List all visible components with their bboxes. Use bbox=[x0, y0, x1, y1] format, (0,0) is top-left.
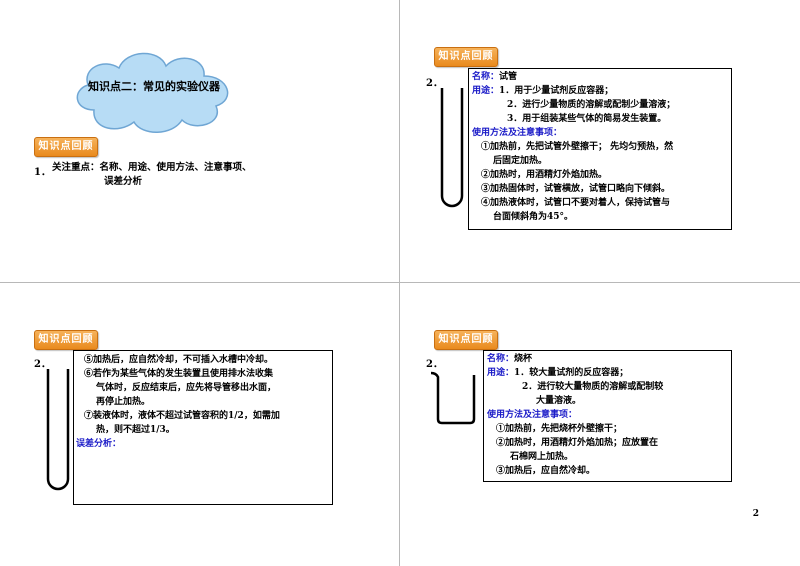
method-4b: 台面倾斜角为45°。 bbox=[493, 212, 574, 222]
name-label: 名称： bbox=[472, 72, 500, 82]
use-item-1: 1．用于少量试剂反应容器； bbox=[499, 86, 614, 96]
name-label: 名称： bbox=[487, 354, 515, 364]
knowledge-review-badge: 知识点回顾 bbox=[34, 137, 98, 157]
method-5: ⑤加热后，应自然冷却，不可插入水槽中冷却。 bbox=[84, 355, 274, 365]
method-7b: 热，则不超过1/3。 bbox=[96, 425, 175, 435]
use-label: 用途： bbox=[487, 368, 515, 378]
use-item-3: 3．用于组装某些气体的简易发生装置。 bbox=[507, 114, 667, 124]
method-2: ②加热时，用酒精灯外焰加热。 bbox=[481, 170, 608, 180]
item-text-line-2: 误差分析 bbox=[104, 176, 143, 187]
method-6c: 再停止加热。 bbox=[96, 397, 151, 407]
method-1: ①加热前，先把烧杯外壁擦干； bbox=[496, 424, 623, 434]
beaker-info-box: 名称：烧杯 用途：1．较大量试剂的反应容器； 2．进行较大量物质的溶解或配制较 … bbox=[483, 350, 732, 482]
item-number: 1． bbox=[34, 167, 51, 178]
method-6b: 气体时，反应结束后，应先将导管移出水面， bbox=[96, 383, 277, 393]
method-label: 使用方法及注意事项： bbox=[487, 410, 578, 420]
use-item-2a: 2．进行较大量物质的溶解或配制较 bbox=[522, 382, 664, 392]
slide-4: 知识点回顾 2． 名称：烧杯 用途：1．较大量试剂的反应容器； 2．进行较大量物… bbox=[400, 283, 799, 565]
beaker-icon bbox=[430, 371, 476, 425]
method-3: ③加热后，应自然冷却。 bbox=[496, 466, 596, 476]
slide-1: 知识点二：常见的实验仪器 知识点回顾 1． 关注重点：名称、用途、使用方法、注意… bbox=[0, 0, 399, 282]
horizontal-divider bbox=[0, 282, 800, 283]
cloud-title: 知识点二：常见的实验仪器 bbox=[88, 80, 220, 93]
knowledge-review-badge: 知识点回顾 bbox=[434, 47, 498, 67]
item-number: 2． bbox=[426, 359, 443, 370]
knowledge-review-badge: 知识点回顾 bbox=[34, 330, 98, 350]
method-3: ③加热固体时，试管横放，试管口略向下倾斜。 bbox=[481, 184, 671, 194]
page-number: 2 bbox=[752, 509, 759, 519]
method-2a: ②加热时，用酒精灯外焰加热；应放置在 bbox=[496, 438, 659, 448]
test-tube-info-box: 名称：试管 用途：1．用于少量试剂反应容器； 2．进行少量物质的溶解或配制少量溶… bbox=[468, 68, 732, 230]
method-label: 使用方法及注意事项： bbox=[472, 128, 563, 138]
item-number: 2． bbox=[34, 359, 51, 370]
test-tube-icon bbox=[46, 369, 70, 491]
use-item-1: 1．较大量试剂的反应容器； bbox=[514, 368, 629, 378]
knowledge-review-badge: 知识点回顾 bbox=[434, 330, 498, 350]
name-value: 试管 bbox=[499, 72, 518, 82]
method-6a: ⑥若作为某些气体的发生装置且使用排水法收集 bbox=[84, 369, 274, 379]
slide-3: 知识点回顾 2． ⑤加热后，应自然冷却，不可插入水槽中冷却。 ⑥若作为某些气体的… bbox=[0, 283, 399, 565]
method-7a: ⑦装液体时，液体不超过试管容积的1/2，如需加 bbox=[84, 411, 280, 421]
method-1b: 后固定加热。 bbox=[493, 156, 548, 166]
test-tube-icon bbox=[440, 88, 464, 208]
slide-2: 知识点回顾 2． 名称：试管 用途：1．用于少量试剂反应容器； 2．进行少量物质… bbox=[400, 0, 799, 282]
vertical-divider bbox=[399, 0, 400, 566]
use-item-2: 2．进行少量物质的溶解或配制少量溶液； bbox=[507, 100, 676, 110]
test-tube-info-box-continued: ⑤加热后，应自然冷却，不可插入水槽中冷却。 ⑥若作为某些气体的发生装置且使用排水… bbox=[73, 350, 333, 505]
method-4a: ④加热液体时，试管口不要对着人，保持试管与 bbox=[481, 198, 671, 208]
name-value: 烧杯 bbox=[514, 354, 533, 364]
item-number: 2． bbox=[426, 78, 443, 89]
cloud-shape bbox=[76, 52, 229, 133]
use-label: 用途： bbox=[472, 86, 500, 96]
method-1a: ①加热前，先把试管外壁擦干； 先均匀预热，然 bbox=[481, 142, 674, 152]
method-2b: 石棉网上加热。 bbox=[510, 452, 574, 462]
error-analysis-label: 误差分析： bbox=[76, 439, 122, 449]
item-text-line-1: 关注重点：名称、用途、使用方法、注意事项、 bbox=[52, 162, 252, 173]
use-item-2b: 大量溶液。 bbox=[536, 396, 582, 406]
